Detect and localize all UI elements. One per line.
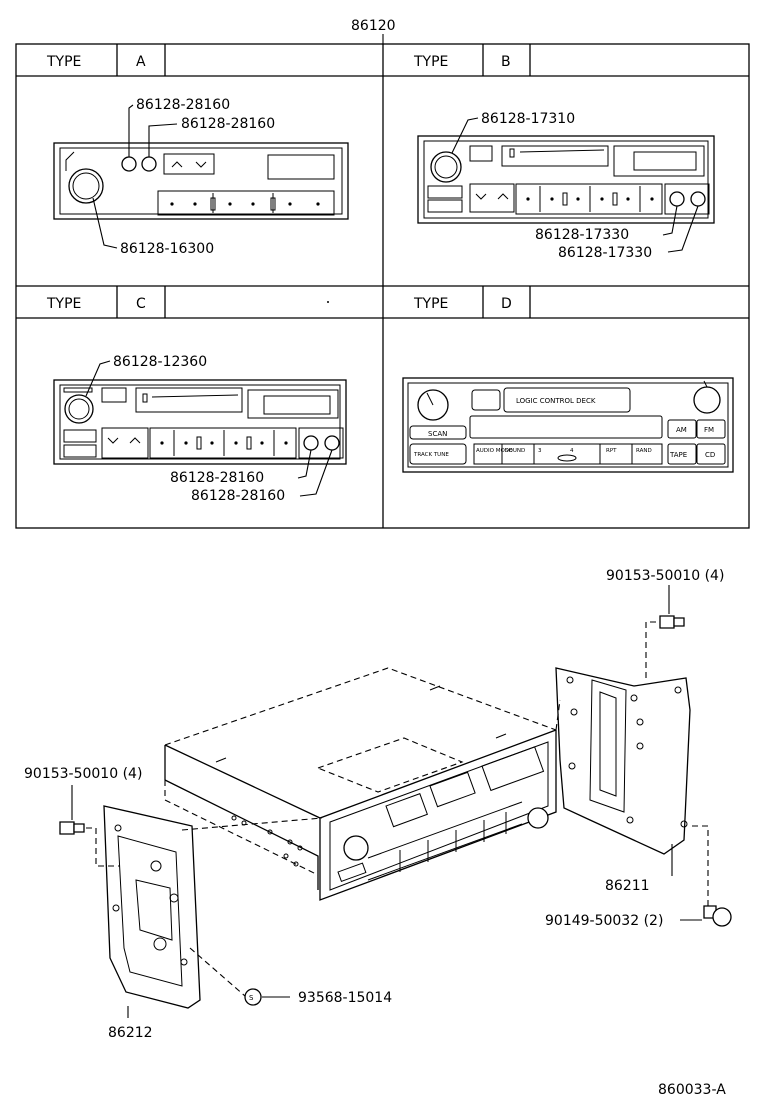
type-label-c: TYPE: [46, 296, 81, 312]
part-c-2: 86128-28160: [170, 470, 264, 486]
preset-4: 4: [570, 448, 574, 454]
radio-type-c: [53, 379, 347, 465]
preset-1: AUDIO MODE: [476, 448, 513, 454]
type-label-b: TYPE: [413, 54, 448, 70]
part-b-3: 86128-17330: [558, 245, 652, 261]
btn-fm: FM: [704, 426, 714, 434]
type-label-a: TYPE: [46, 54, 81, 70]
type-value-c: C: [136, 296, 146, 312]
figure-code: 860033-A: [658, 1082, 726, 1098]
preset-3: 3: [538, 448, 542, 454]
callout-bolt-left: 90153-50010 (4): [24, 766, 142, 782]
callout-bracket-right: 86211: [605, 878, 650, 894]
btn-cd: CD: [705, 451, 715, 459]
part-a-3: 86128-16300: [120, 241, 214, 257]
part-a-1: 86128-28160: [136, 97, 230, 113]
btn-tape: TAPE: [669, 451, 687, 459]
type-label-d: TYPE: [413, 296, 448, 312]
btn-am: AM: [676, 426, 687, 434]
preset-5: RPT: [606, 448, 617, 454]
part-b-2: 86128-17330: [535, 227, 629, 243]
type-value-b: B: [501, 54, 511, 70]
part-a-2: 86128-28160: [181, 116, 275, 132]
preset-2: SOUND: [505, 448, 525, 454]
btn-scan: SCAN: [428, 430, 447, 438]
part-c-3: 86128-28160: [191, 488, 285, 504]
callout-screw-right: 90149-50032 (2): [545, 913, 663, 929]
right-bracket: [555, 667, 691, 855]
callout-bolt-top: 90153-50010 (4): [606, 568, 724, 584]
bolt-top-icon: [659, 615, 685, 629]
callout-clip: 93568-15014: [298, 990, 392, 1006]
type-value-d: D: [501, 296, 512, 312]
radio-type-d: LOGIC CONTROL DECK SCAN TRACK TUNE AUDIO…: [402, 377, 734, 473]
type-d-display: LOGIC CONTROL DECK: [516, 397, 596, 405]
screw-right-icon: [703, 905, 732, 927]
btn-track-tune: TRACK TUNE: [413, 452, 449, 458]
clip-icon: S: [244, 988, 262, 1006]
type-table: [15, 43, 750, 529]
radio-type-a: [53, 142, 349, 220]
radio-unit: [164, 667, 557, 901]
diagram-title: 86120: [351, 18, 396, 34]
callout-bracket-left: 86212: [108, 1025, 153, 1041]
preset-6: RAND: [636, 448, 652, 454]
left-bracket: [103, 805, 201, 1009]
part-b-1: 86128-17310: [481, 111, 575, 127]
bolt-left-icon: [59, 821, 85, 835]
part-c-1: 86128-12360: [113, 354, 207, 370]
svg-text:S: S: [249, 994, 254, 1002]
type-value-a: A: [136, 54, 146, 70]
radio-type-b: [417, 135, 715, 224]
